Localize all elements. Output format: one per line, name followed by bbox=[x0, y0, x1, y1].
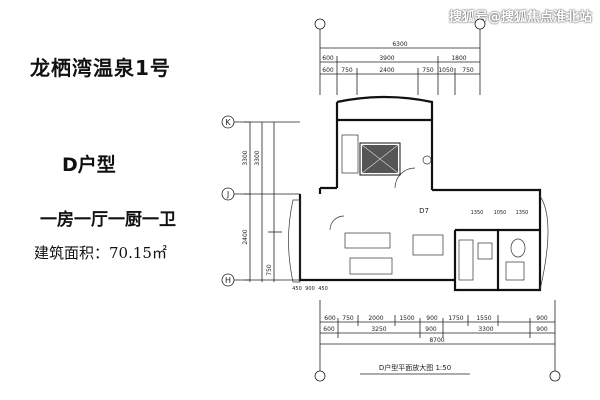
dim-left-4: 750 bbox=[266, 264, 273, 276]
dim-top-inner-6: 750 bbox=[462, 67, 474, 74]
dim-bottom-inner-3: 2000 bbox=[368, 315, 383, 322]
bed-icon bbox=[359, 142, 401, 176]
dim-bottom-inner-2: 750 bbox=[342, 315, 354, 322]
grid-label-k: K bbox=[225, 118, 231, 127]
source-watermark: 搜狐号@搜狐焦点淮北站 bbox=[448, 10, 592, 25]
dim-bottom-overall: 8700 bbox=[429, 337, 444, 344]
unit-type-label: D户型 bbox=[62, 154, 116, 176]
dim-top-inner-2: 750 bbox=[341, 67, 353, 74]
dim-bottom-mid-3: 900 bbox=[425, 326, 437, 333]
dim-top-inner-5: 1050 bbox=[438, 67, 453, 74]
dim-top-mid-2: 3900 bbox=[379, 55, 394, 62]
dim-top-overall: 6300 bbox=[392, 41, 407, 48]
grid-markers bbox=[221, 18, 561, 382]
dim-bottom-inner-6: 1750 bbox=[448, 315, 463, 322]
dim-balcony-2: 900 bbox=[305, 286, 315, 292]
dim-right-1: 1350 bbox=[471, 210, 484, 216]
room-tag: D7 bbox=[419, 207, 429, 215]
grid-label-j: J bbox=[226, 190, 229, 199]
dim-top-mid-1: 600 bbox=[322, 55, 334, 62]
dim-bottom-mid-4: 3300 bbox=[478, 326, 493, 333]
project-title: 龙栖湾温泉1号 bbox=[30, 56, 171, 80]
dim-top-inner-3: 2400 bbox=[379, 67, 394, 74]
dim-left-1: 3300 bbox=[242, 150, 249, 165]
dim-top-inner-4: 750 bbox=[422, 67, 434, 74]
walls bbox=[298, 95, 542, 292]
room-layout-label: 一房一厅一厨一卫 bbox=[40, 210, 176, 230]
dim-balcony-3: 450 bbox=[318, 286, 328, 292]
dim-bottom-mid-5: 900 bbox=[536, 326, 548, 333]
dim-bottom-inner-5: 900 bbox=[426, 315, 438, 322]
dim-bottom-inner-7: 1550 bbox=[476, 315, 491, 322]
dim-right-2: 1050 bbox=[494, 210, 507, 216]
grid-label-h: H bbox=[225, 276, 231, 285]
dim-left-2: 2400 bbox=[242, 229, 249, 244]
dim-bottom-inner-8: 900 bbox=[536, 315, 548, 322]
dim-bottom-mid-2: 3250 bbox=[371, 326, 386, 333]
fixtures bbox=[288, 134, 549, 291]
drawing-caption: D户型平面放大图 1:50 bbox=[379, 363, 451, 372]
dim-bottom-inner-4: 1500 bbox=[399, 315, 414, 322]
dim-balcony-1: 450 bbox=[292, 286, 302, 292]
dimension-lines bbox=[233, 28, 556, 372]
dim-bottom-mid-1: 600 bbox=[323, 326, 335, 333]
dim-right-3: 1350 bbox=[516, 210, 529, 216]
dim-bottom-inner-1: 600 bbox=[324, 315, 336, 322]
dim-top-inner-1: 600 bbox=[322, 67, 334, 74]
dim-top-mid-3: 1800 bbox=[451, 55, 466, 62]
dim-left-3: 3300 bbox=[254, 150, 261, 165]
floor-area-label: 建筑面积：70.15㎡ bbox=[34, 244, 167, 262]
